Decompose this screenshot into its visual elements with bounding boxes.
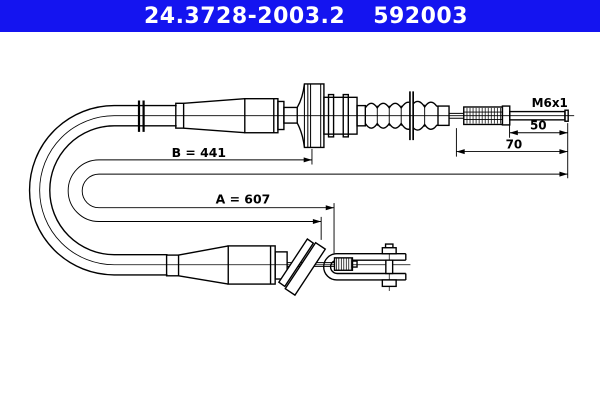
conduit-ferrule <box>175 102 185 129</box>
clutch-cable-diagram: M6x1 50 70 B = 441 A = 607 <box>0 32 600 400</box>
upper-cable-assembly <box>137 83 569 149</box>
dim-a-label: A = 607 <box>216 192 271 207</box>
cable-stop-flange <box>137 100 145 132</box>
dim-50-label: 50 <box>530 119 547 133</box>
extension-lines <box>311 123 569 254</box>
dim-b-label: B = 441 <box>172 145 226 160</box>
dimension-labels: M6x1 50 70 B = 441 A = 607 <box>172 96 568 207</box>
dimension-arrows <box>303 130 568 225</box>
conical-sleeve <box>183 98 298 134</box>
title-bar: 24.3728-2003.2 592003 <box>0 0 600 32</box>
dim-70-label: 70 <box>506 137 523 151</box>
lower-cable-assembly <box>165 238 407 297</box>
part-number: 24.3728-2003.2 <box>143 3 346 29</box>
lower-cone-boot <box>178 245 288 285</box>
clevis-fork <box>323 253 407 281</box>
dimension-lines <box>67 123 569 254</box>
mounting-bracket-plates <box>277 238 327 297</box>
dimension-b-line <box>67 159 322 222</box>
clevis-pin <box>381 243 397 291</box>
cable-loop <box>28 104 575 276</box>
bellows-boot <box>364 91 450 141</box>
lower-collar <box>165 254 180 277</box>
ribbed-cylinder <box>323 93 367 138</box>
threaded-rod-m6 <box>509 109 569 122</box>
article-number: 592003 <box>373 3 469 29</box>
dimension-a-line <box>81 173 568 209</box>
inner-wire-upper <box>449 112 464 119</box>
thread-spec-label: M6x1 <box>532 96 568 110</box>
